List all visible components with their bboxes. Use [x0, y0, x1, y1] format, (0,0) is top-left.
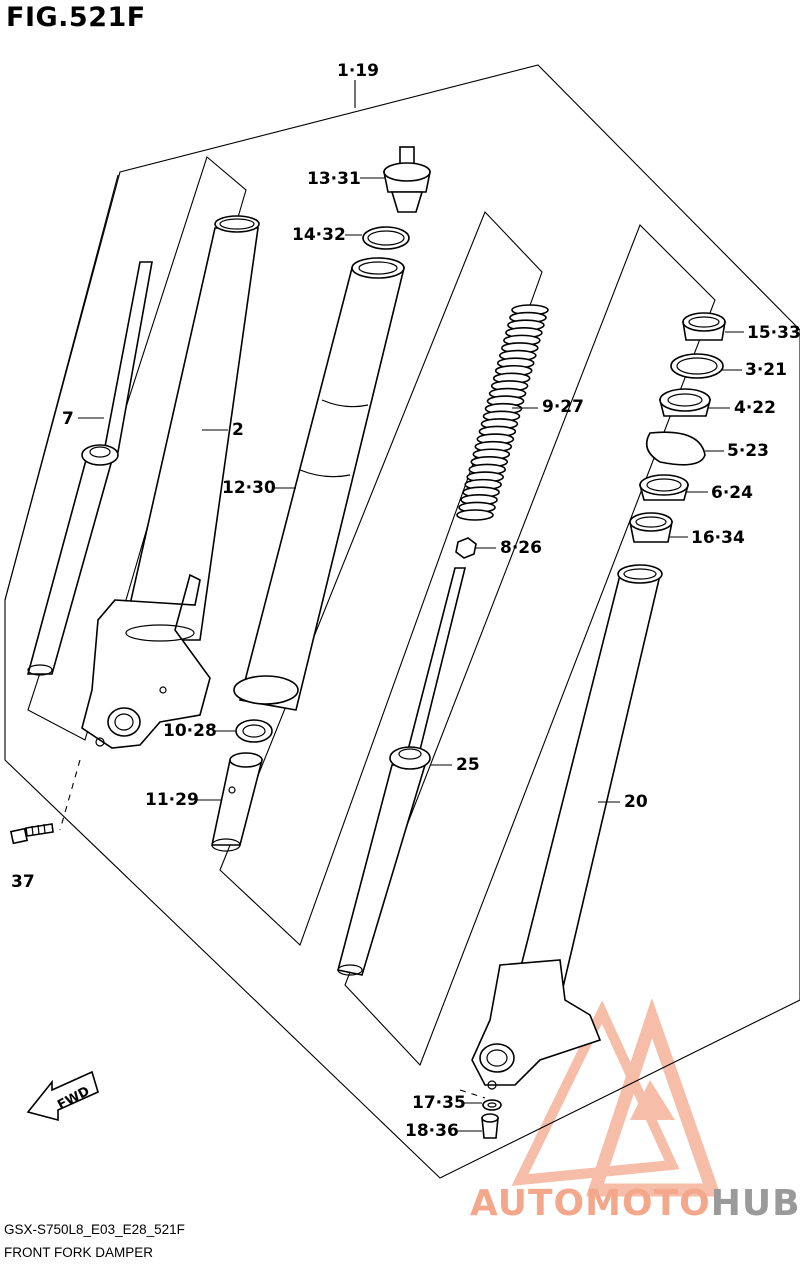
part-label-inner-tube-left: 2: [232, 420, 244, 440]
part-label-bolt-lower: 18·36: [405, 1121, 459, 1141]
o-ring-drawing: [362, 226, 410, 250]
part-label-damper-rod-left: 7: [62, 409, 74, 429]
outer-tube-drawing: [471, 564, 663, 1090]
assembly-outline: [4, 64, 800, 1179]
part-label-oil-seal: 4·22: [734, 398, 776, 418]
dust-seal-drawing: [682, 312, 726, 341]
watermark-wordmark: AUTOMOTOHUB: [470, 1183, 800, 1224]
part-label-cylinder: 12·30: [222, 478, 276, 498]
part-label-outer-tube: 20: [624, 792, 648, 812]
watermark-word-automoto: AUTOMOTO: [470, 1183, 711, 1224]
stopper-ring-drawing: [670, 353, 724, 379]
damper-rod-left-drawing: [26, 261, 153, 676]
oil-lock-piece-drawing: [211, 752, 264, 852]
retainer-clip-drawing: [645, 431, 706, 466]
part-label-o-ring: 14·32: [292, 225, 346, 245]
part-label-retainer-clip: 5·23: [727, 441, 769, 461]
gasket-drawing: [482, 1099, 502, 1111]
figure-title: FIG.521F: [6, 2, 146, 33]
bolt-lower-drawing: [481, 1113, 499, 1139]
washer-drawing: [638, 474, 690, 501]
part-label-cap-bolt: 13·31: [307, 169, 361, 189]
part-label-stopper-ring: 3·21: [745, 360, 787, 380]
part-label-bolt-axle: 37: [11, 872, 35, 892]
left-group-outline: [4, 174, 119, 601]
spring-coil: [456, 509, 494, 521]
part-label-damper-rod-right: 25: [456, 755, 480, 775]
part-label-spring: 9·27: [542, 397, 584, 417]
spring-drawing: [456, 304, 549, 521]
inner-tube-left-drawing: [81, 215, 260, 749]
damper-rod-right-drawing: [337, 567, 467, 976]
part-label-bushing: 16·34: [691, 528, 745, 548]
part-label-dust-seal: 15·33: [747, 323, 800, 343]
part-label-gasket: 17·35: [412, 1093, 466, 1113]
part-label-cylinder-base: 10·28: [163, 721, 217, 741]
figure-name: FRONT FORK DAMPER: [4, 1245, 154, 1260]
cap-bolt-drawing: [383, 146, 431, 213]
part-label-oil-lock-piece: 11·29: [145, 790, 199, 810]
part-label-assembly: 1·19: [337, 61, 379, 81]
leader-lines: [59, 80, 744, 1132]
part-label-nut: 8·26: [500, 538, 542, 558]
cylinder-drawing: [233, 257, 406, 711]
bolt-axle-drawing: [9, 823, 54, 845]
cylinder-base-drawing: [235, 719, 273, 743]
watermark-logo: [511, 997, 722, 1197]
oil-seal-drawing: [658, 388, 712, 417]
forward-arrow-icon: [26, 1070, 99, 1122]
rod-group-outline: [344, 224, 716, 1067]
nut-drawing: [455, 537, 477, 559]
part-label-washer: 6·24: [711, 483, 753, 503]
bushing-drawing: [629, 512, 673, 543]
watermark-word-hub: HUB: [710, 1183, 800, 1224]
model-code: GSX-S750L8_E03_E28_521F: [4, 1222, 185, 1237]
